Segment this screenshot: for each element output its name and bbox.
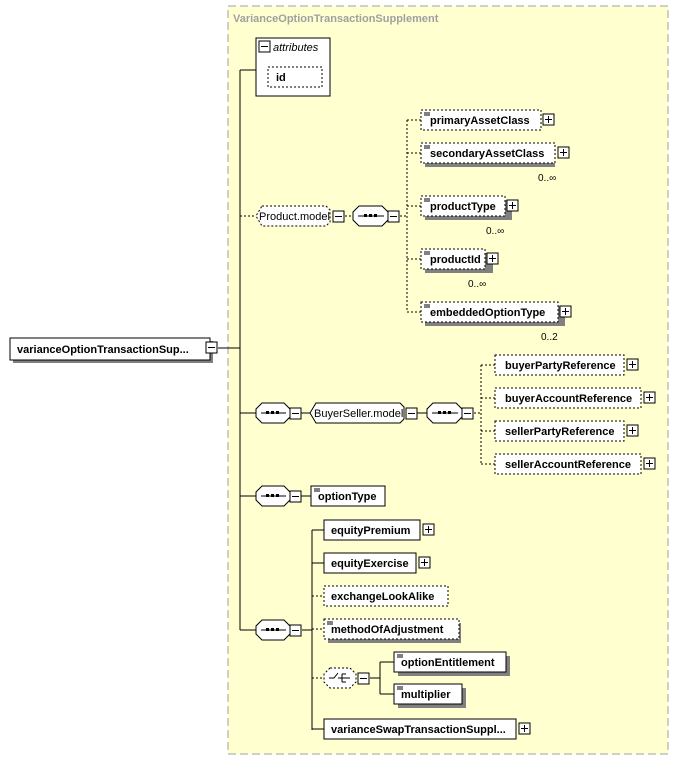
element-option-type[interactable]: optionType [310, 485, 386, 507]
element-product-id[interactable]: productId 0..∞ [420, 248, 499, 290]
element-equity-exercise[interactable]: equityExercise [323, 552, 431, 574]
element-multiplier[interactable]: multiplier [393, 683, 466, 708]
element-primary-asset-class[interactable]: primaryAssetClass [420, 109, 555, 131]
element-seller-account-reference[interactable]: sellerAccountReference [494, 453, 656, 475]
element-secondary-asset-class[interactable]: secondaryAssetClass 0..∞ [420, 142, 570, 184]
buyer-seller-model-group[interactable]: BuyerSeller.model [309, 402, 418, 424]
svg-text:equityPremium: equityPremium [331, 525, 411, 537]
svg-text:methodOfAdjustment: methodOfAdjustment [331, 624, 444, 636]
attribute-id[interactable] [267, 66, 323, 88]
svg-text:varianceSwapTransactionSuppl..: varianceSwapTransactionSuppl... [331, 724, 506, 736]
option-type-sequence-compositor[interactable] [255, 485, 302, 507]
svg-text:Product.model: Product.model [259, 211, 330, 223]
element-variance-swap-transaction-supplement[interactable]: varianceSwapTransactionSuppl... [323, 718, 531, 740]
svg-text:exchangeLookAlike: exchangeLookAlike [331, 591, 434, 603]
svg-text:primaryAssetClass: primaryAssetClass [430, 115, 530, 127]
bottom-sequence-compositor[interactable] [255, 619, 302, 641]
buyer-seller-inner-sequence[interactable] [426, 402, 474, 424]
svg-text:equityExercise: equityExercise [331, 558, 409, 570]
svg-text:0..2: 0..2 [541, 332, 558, 343]
element-embedded-option-type[interactable]: embeddedOptionType 0..2 [420, 301, 572, 343]
svg-text:varianceOptionTransactionSup..: varianceOptionTransactionSup... [17, 344, 189, 356]
svg-text:optionType: optionType [318, 491, 376, 503]
element-option-entitlement[interactable]: optionEntitlement [393, 651, 510, 676]
element-product-type[interactable]: productType 0..∞ [420, 195, 519, 237]
svg-text:sellerAccountReference: sellerAccountReference [505, 459, 631, 471]
svg-text:0..∞: 0..∞ [486, 226, 504, 237]
product-model-group[interactable]: Product.model [255, 205, 345, 227]
svg-text:sellerPartyReference: sellerPartyReference [505, 426, 614, 438]
svg-text:productType: productType [430, 201, 496, 213]
svg-text:id: id [276, 72, 286, 84]
svg-text:BuyerSeller.model: BuyerSeller.model [314, 408, 403, 420]
optional-connectors [240, 119, 495, 679]
svg-text:buyerPartyReference: buyerPartyReference [505, 360, 616, 372]
element-seller-party-reference[interactable]: sellerPartyReference [494, 420, 639, 442]
svg-text:0..∞: 0..∞ [468, 279, 486, 290]
attributes-box: attributes id [255, 37, 331, 97]
element-method-of-adjustment[interactable]: methodOfAdjustment [323, 618, 461, 643]
root-element[interactable]: varianceOptionTransactionSup... [9, 337, 218, 361]
svg-text:optionEntitlement: optionEntitlement [401, 657, 495, 669]
svg-text:attributes: attributes [273, 42, 319, 54]
svg-text:productId: productId [430, 254, 481, 266]
svg-text:embeddedOptionType: embeddedOptionType [430, 307, 545, 319]
svg-text:secondaryAssetClass: secondaryAssetClass [430, 148, 544, 160]
group-title: VarianceOptionTransactionSupplement [233, 13, 439, 25]
element-buyer-party-reference[interactable]: buyerPartyReference [494, 354, 639, 376]
connectors [218, 69, 427, 730]
product-sequence-compositor[interactable] [352, 205, 400, 227]
buyer-seller-sequence-compositor[interactable] [255, 402, 302, 424]
svg-text:0..∞: 0..∞ [538, 173, 556, 184]
element-buyer-account-reference[interactable]: buyerAccountReference [494, 387, 656, 409]
svg-text:buyerAccountReference: buyerAccountReference [505, 393, 632, 405]
svg-text:multiplier: multiplier [401, 689, 451, 701]
element-exchange-look-alike[interactable]: exchangeLookAlike [323, 585, 449, 607]
element-equity-premium[interactable]: equityPremium [323, 519, 435, 541]
choice-compositor[interactable] [323, 667, 370, 689]
